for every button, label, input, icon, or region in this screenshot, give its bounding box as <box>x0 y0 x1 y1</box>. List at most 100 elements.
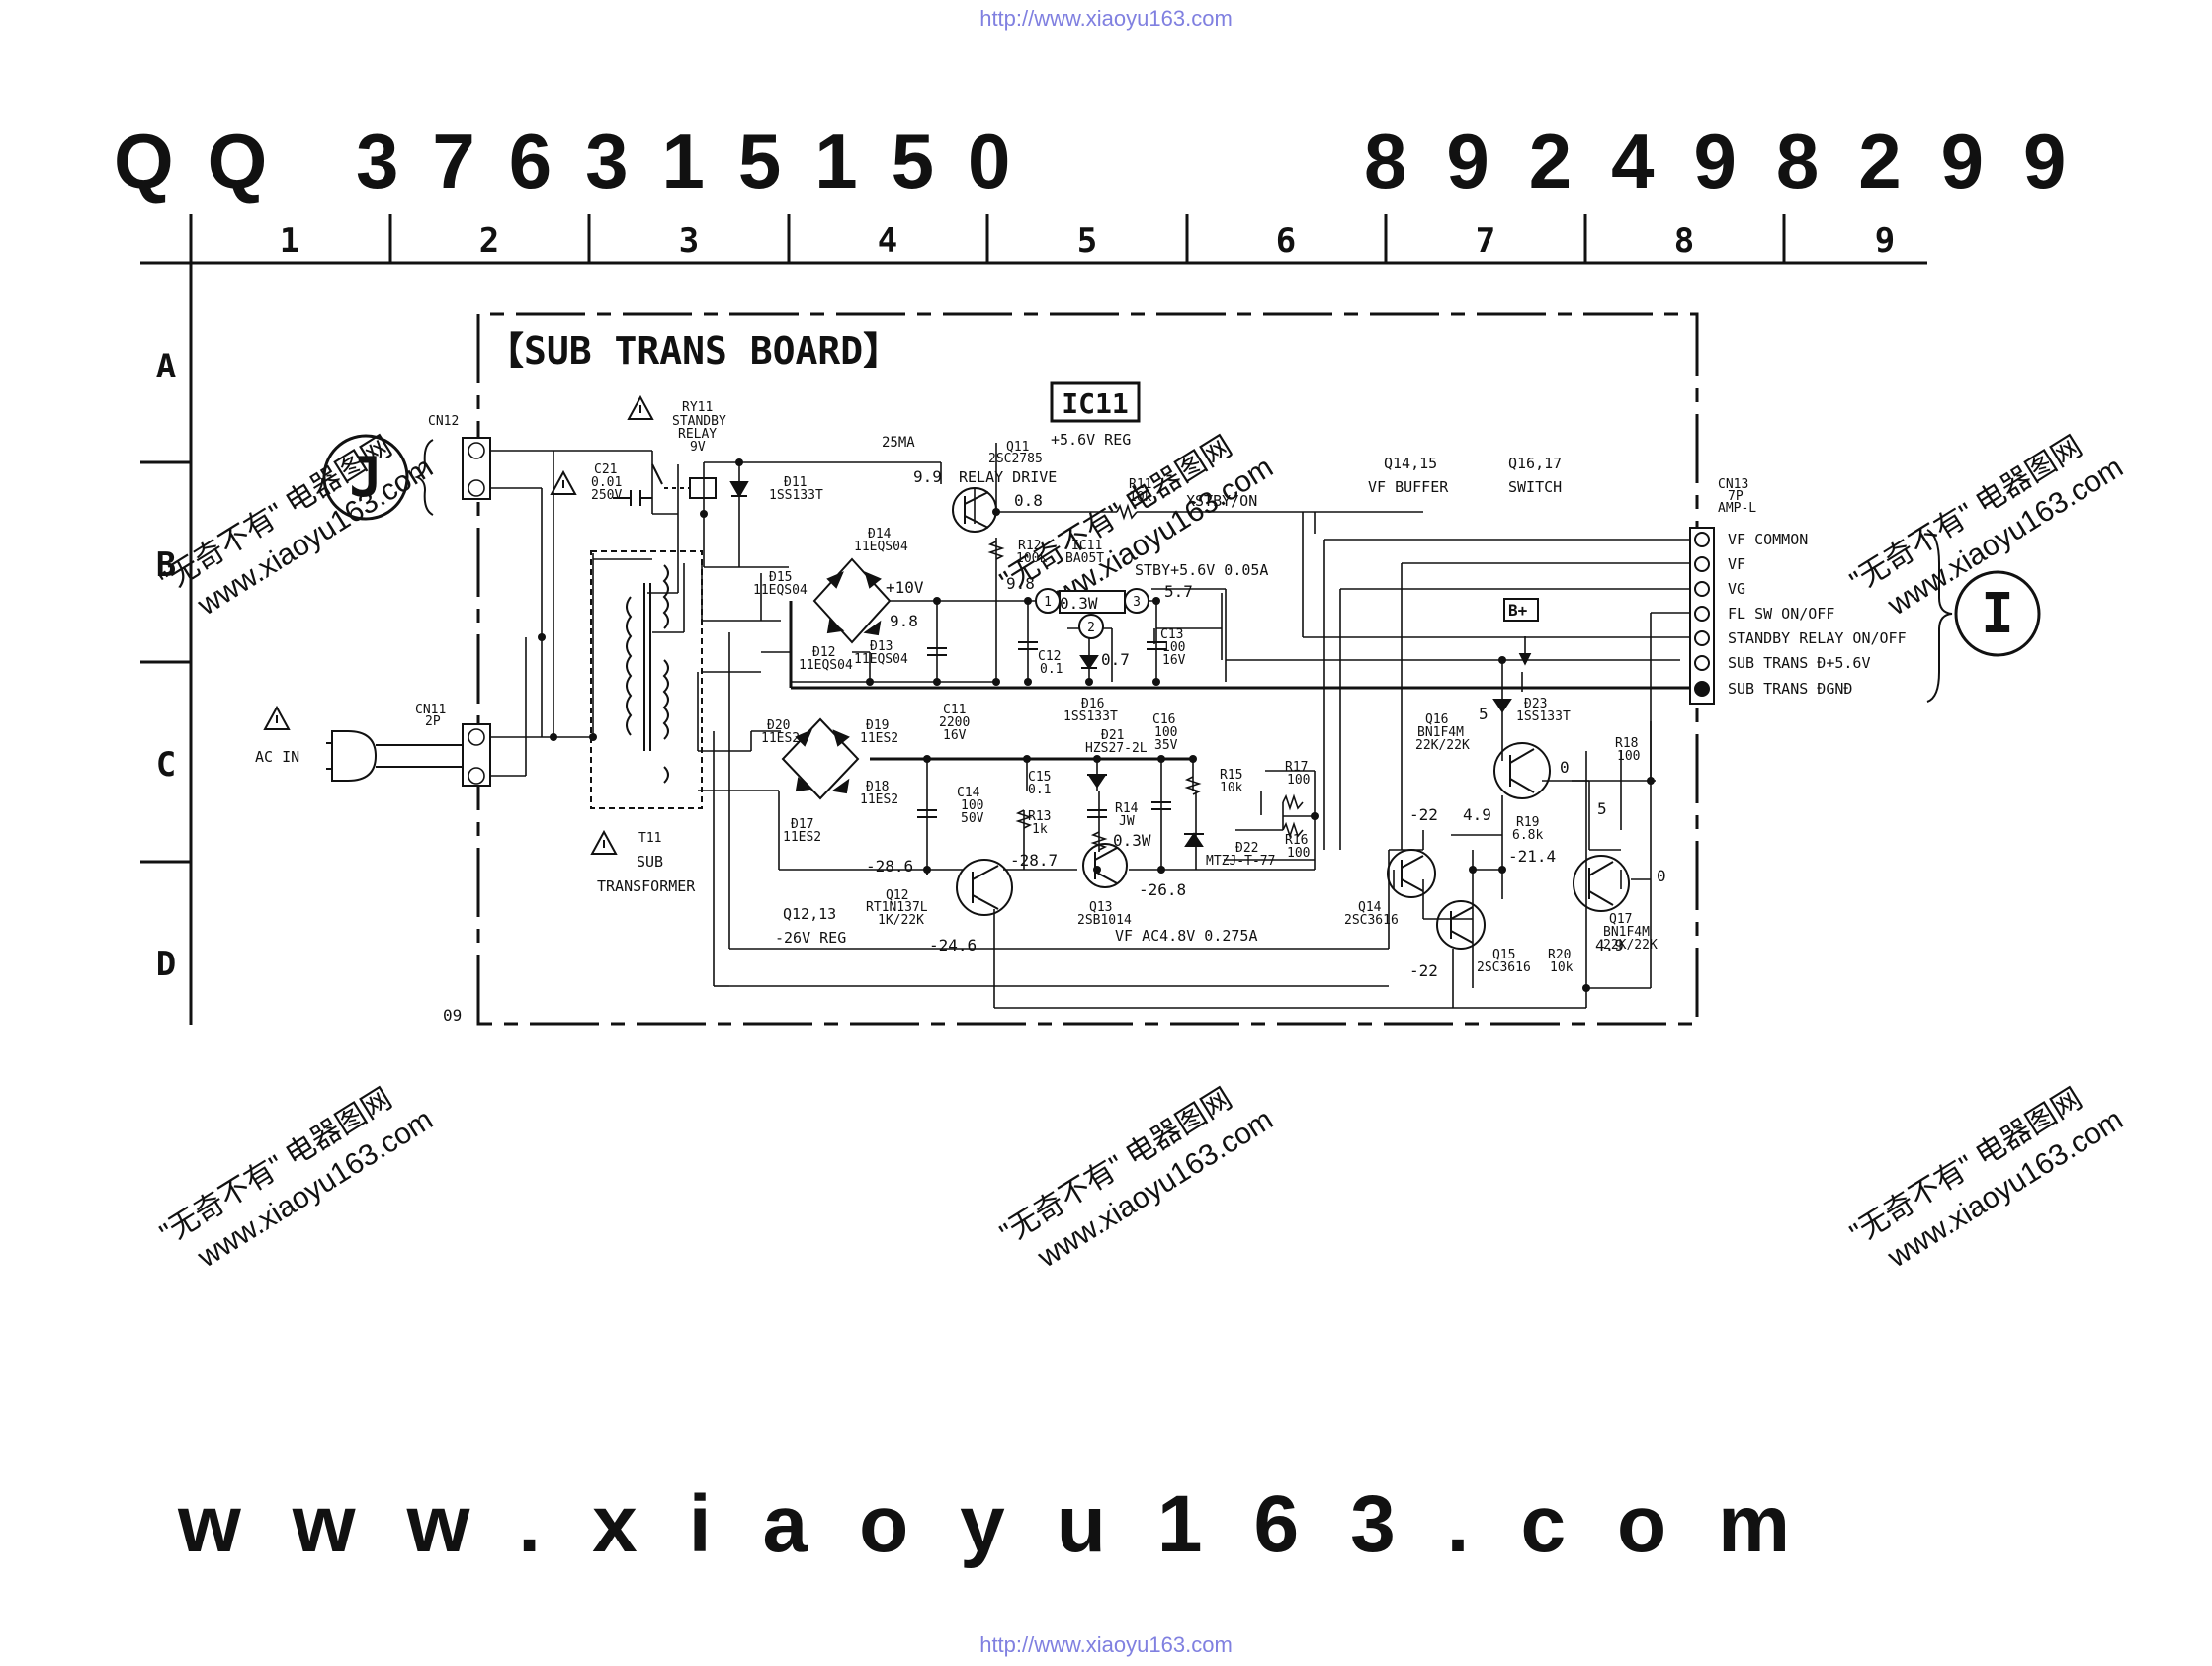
relay-drive-label: RELAY DRIVE <box>959 468 1057 486</box>
column-label: 6 <box>1276 221 1296 261</box>
r18-label: R18 <box>1615 736 1638 751</box>
voltage-value: -28.6 <box>866 857 913 875</box>
row-label: D <box>156 945 176 984</box>
q13-transistor <box>1082 843 1128 888</box>
bridge-rectifier-2 <box>781 717 860 800</box>
voltage-value: -28.7 <box>1010 851 1058 870</box>
column-label: 1 <box>280 221 299 261</box>
c12-label: 0.1 <box>1040 662 1063 677</box>
voltage-value: 0 <box>1657 867 1666 885</box>
d14-label: Ð14 <box>868 527 892 541</box>
watermark-phone: 892498299 <box>1364 118 2105 205</box>
q12-label: Q12 <box>886 888 908 903</box>
r16-label: 100 <box>1287 846 1310 861</box>
voltage-value: -22 <box>1409 961 1438 980</box>
cn13-pin-label: VG <box>1728 580 1745 598</box>
voltage-value: 4.9 <box>1595 936 1624 955</box>
bplus-label: B+ <box>1508 601 1528 620</box>
voltage-value: -26.8 <box>1139 880 1186 899</box>
r19-label: R19 <box>1516 815 1539 830</box>
d14-label: 11EQS04 <box>854 540 908 554</box>
cn13-pin-label: STANDBY RELAY ON/OFF <box>1728 629 1907 647</box>
d23-label: Ð23 <box>1524 697 1547 711</box>
c12-label: C12 <box>1038 649 1061 664</box>
voltage-value: 5 <box>1597 799 1607 818</box>
source-url-top[interactable]: http://www.xiaoyu163.com <box>979 6 1233 31</box>
c21-capacitor <box>613 490 652 506</box>
r14-label: R14 <box>1115 801 1139 816</box>
svg-text:3: 3 <box>1133 595 1141 610</box>
t11-label: TRANSFORMER <box>597 877 696 895</box>
cn13-spec: 7P <box>1728 489 1744 504</box>
c21-label: 0.01 <box>591 475 622 490</box>
cn13-spec: AMP-L <box>1718 501 1756 516</box>
r12-label: 100k <box>1016 551 1047 566</box>
ac-plug-icon <box>326 730 463 782</box>
r18-label: 100 <box>1617 749 1640 764</box>
c16-label: C16 <box>1152 712 1175 727</box>
r13-label: 1k <box>1032 822 1048 837</box>
capacitor-set <box>917 641 1171 818</box>
component-labels: CN12 RY11 STANDBY RELAY 9V C21 0.01 250V… <box>255 400 1658 975</box>
cn13-pin-label: SUB TRANS Ð+5.6V <box>1728 654 1871 672</box>
q14-label: Q14 <box>1358 900 1382 915</box>
voltage-value: -21.4 <box>1508 847 1556 866</box>
d16-label: Ð16 <box>1081 697 1104 711</box>
column-label: 3 <box>679 221 699 261</box>
q12-label: RT1N137L <box>866 900 928 915</box>
c21-label: 250V <box>591 488 622 503</box>
row-label: B <box>156 545 176 585</box>
d13-label: Ð13 <box>870 639 893 654</box>
q16-transistor <box>1493 742 1551 799</box>
voltage-value: -22 <box>1409 805 1438 824</box>
q11-transistor <box>952 487 997 533</box>
c13-label: 16V <box>1162 653 1186 668</box>
ref-circle-j: J <box>322 434 434 521</box>
d11-diode <box>729 481 749 499</box>
circuit-wiring <box>490 443 1690 1009</box>
r12-resistor <box>987 541 1005 560</box>
d11-label: Ð11 <box>784 475 807 490</box>
d11-label: 1SS133T <box>769 488 823 503</box>
r14-label: JW <box>1119 814 1135 829</box>
source-url-bottom[interactable]: http://www.xiaoyu163.com <box>979 1632 1233 1657</box>
c14-label: 100 <box>961 798 983 813</box>
d12-label: Ð12 <box>812 645 835 660</box>
column-label: 9 <box>1875 221 1895 261</box>
d19-label: 11ES2 <box>860 731 898 746</box>
ic11-label: IC11 <box>1071 539 1102 553</box>
svg-text:+5.6V REG: +5.6V REG <box>1051 431 1131 449</box>
voltage-value: 5 <box>1479 705 1489 723</box>
ry11-label: STANDBY <box>672 414 726 429</box>
board-outline <box>476 312 1699 1026</box>
voltage-value: +10V <box>886 578 924 597</box>
vf-ac-label: VF AC4.8V 0.275A <box>1115 927 1258 945</box>
board-title: 【SUB TRANS BOARD】 <box>486 329 900 373</box>
q15-transistor <box>1436 900 1486 950</box>
d16-label: 1SS133T <box>1063 709 1118 724</box>
voltage-value: 9.8 <box>1006 574 1035 593</box>
ry11-label: 9V <box>690 440 706 455</box>
r11-resistor <box>1116 503 1138 521</box>
c15-label: C15 <box>1028 770 1051 785</box>
q11-label: Q11 <box>1006 440 1029 455</box>
r13-label: R13 <box>1028 809 1051 824</box>
c16-label: 100 <box>1154 725 1177 740</box>
cn13-pin-label: VF COMMON <box>1728 531 1808 548</box>
q14-15-label: Q14,15 <box>1384 455 1437 472</box>
c16-label: 35V <box>1154 738 1178 753</box>
r19-label: 6.8k <box>1512 828 1543 843</box>
q15-label: Q15 <box>1492 948 1515 962</box>
q15-label: 2SC3616 <box>1477 960 1531 975</box>
d18-label: Ð18 <box>866 780 889 794</box>
q17-label: 22K/22K <box>1603 938 1658 953</box>
d17-label: Ð17 <box>791 817 813 832</box>
d12-label: 11EQS04 <box>799 658 853 673</box>
ic11-box: IC11 +5.6V REG <box>1050 381 1141 449</box>
q13-label: Q13 <box>1089 900 1112 915</box>
column-label: 8 <box>1674 221 1694 261</box>
ref-circle-i: I <box>1926 529 2041 703</box>
r11-label: R11 <box>1129 477 1151 492</box>
r17-label: 100 <box>1287 773 1310 788</box>
q12-13-label: -26V REG <box>775 929 846 947</box>
